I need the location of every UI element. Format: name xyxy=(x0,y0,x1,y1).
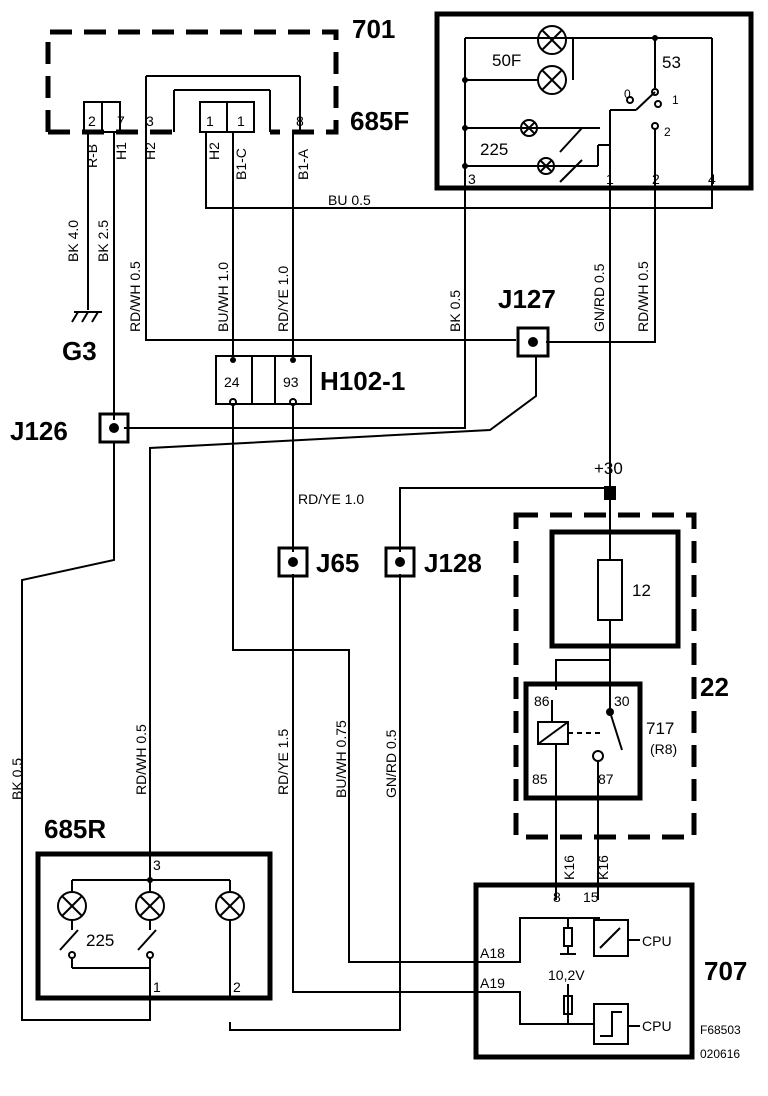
label-voltage: 10,2V xyxy=(548,967,585,983)
label-225-rear: 225 xyxy=(86,931,114,950)
label-cpu-1: CPU xyxy=(642,933,672,949)
label-717-sub: (R8) xyxy=(650,741,677,757)
label-225-front: 225 xyxy=(480,140,508,159)
splice-J126 xyxy=(98,412,130,444)
connector-685F xyxy=(45,29,339,135)
pin-685F-3: 3 xyxy=(146,113,154,129)
splice-J127 xyxy=(516,326,550,358)
relay-pin-85: 85 xyxy=(532,771,548,787)
wire-label-rdwh05-top: RD/WH 0.5 xyxy=(127,261,143,332)
wire-label-rdye15: RD/YE 1.5 xyxy=(275,729,291,795)
terminal-701-2: 2 xyxy=(652,171,660,187)
wire-label-bu05: BU 0.5 xyxy=(328,192,371,208)
terminal-701-3: 3 xyxy=(468,171,476,187)
wire-label-bk05-top: BK 0.5 xyxy=(447,290,463,332)
pin-name-H2a: H2 xyxy=(142,142,158,160)
label-cpu-2: CPU xyxy=(642,1018,672,1034)
label-G3: G3 xyxy=(62,336,97,366)
wire-label-rdwh05-low: RD/WH 0.5 xyxy=(133,724,149,795)
label-685R: 685R xyxy=(44,814,106,844)
pin-H102-24: 24 xyxy=(224,374,240,390)
switch-701 xyxy=(434,11,754,191)
relay-pin-87: 87 xyxy=(598,771,614,787)
terminal-701-4: 4 xyxy=(708,171,716,187)
ground-G3-icon xyxy=(71,311,102,323)
label-701: 701 xyxy=(352,14,395,44)
lamp-685R xyxy=(35,851,273,1001)
control-module-707 xyxy=(473,882,695,1060)
label-707: 707 xyxy=(704,956,747,986)
relay-pin-30: 30 xyxy=(614,693,630,709)
wire-label-buwh10: BU/WH 1.0 xyxy=(215,262,231,332)
pin-685R-1: 1 xyxy=(153,979,161,995)
pin-685F-8: 8 xyxy=(296,113,304,129)
pin-685F-7: 7 xyxy=(117,113,125,129)
pin-685F-1a: 1 xyxy=(206,113,214,129)
label-22: 22 xyxy=(700,672,729,702)
pin-name-B1-C: B1-C xyxy=(233,148,249,180)
label-J65: J65 xyxy=(316,548,359,578)
switch-pos-1: 1 xyxy=(672,93,679,107)
pin-name-H1: H1 xyxy=(113,142,129,160)
pin-685R-3: 3 xyxy=(153,857,161,873)
wire-label-rdye10-horiz: RD/YE 1.0 xyxy=(298,491,364,507)
pin-name-B1-A: B1-A xyxy=(295,148,311,180)
label-50F: 50F xyxy=(492,51,521,70)
label-supply-30: +30 xyxy=(594,459,623,478)
footer-code: F68503 xyxy=(700,1023,741,1037)
wire-label-bk40: BK 4.0 xyxy=(65,220,81,262)
label-fuse-12: 12 xyxy=(632,581,651,600)
pin-name-H2b: H2 xyxy=(206,142,222,160)
pin-685F-2: 2 xyxy=(88,113,96,129)
wire-label-k16a: K16 xyxy=(561,855,577,880)
wire-label-gnrd05-low: GN/RD 0.5 xyxy=(383,729,399,798)
pin-H102-93: 93 xyxy=(283,374,299,390)
connector-H102-1 xyxy=(215,355,312,406)
wire-label-gnrd05-top: GN/RD 0.5 xyxy=(591,263,607,332)
label-J128: J128 xyxy=(424,548,482,578)
label-J127: J127 xyxy=(498,284,556,314)
pin-707-A18: A18 xyxy=(480,945,505,961)
wire-label-bk25: BK 2.5 xyxy=(95,220,111,262)
wire-label-rdye10: RD/YE 1.0 xyxy=(275,266,291,332)
wire-label-bk05-left: BK 0.5 xyxy=(9,758,25,800)
pin-685F-1b: 1 xyxy=(237,113,245,129)
wire-label-buwh075: BU/WH 0.75 xyxy=(333,720,349,798)
splice-J128 xyxy=(384,546,416,578)
pin-685R-2: 2 xyxy=(233,979,241,995)
wire-label-k16b: K16 xyxy=(595,855,611,880)
pin-707-15: 15 xyxy=(583,889,599,905)
pin-707-8: 8 xyxy=(553,889,561,905)
wire-label-rdwh05-right: RD/WH 0.5 xyxy=(635,261,651,332)
pin-707-A19: A19 xyxy=(480,975,505,991)
label-685F: 685F xyxy=(350,106,409,136)
wires xyxy=(21,132,713,1031)
footer-date: 020616 xyxy=(700,1047,740,1061)
splice-J65 xyxy=(277,546,309,578)
label-J126: J126 xyxy=(10,416,68,446)
label-H102-1: H102-1 xyxy=(320,366,405,396)
relay-pin-86: 86 xyxy=(534,693,550,709)
pin-name-R-B: R-B xyxy=(84,144,100,168)
label-717: 717 xyxy=(646,719,674,738)
label-53: 53 xyxy=(662,53,681,72)
switch-pos-0: 0 xyxy=(624,87,631,101)
terminal-701-1: 1 xyxy=(606,171,614,187)
fusebox-22 xyxy=(513,486,697,840)
switch-pos-2: 2 xyxy=(664,125,671,139)
